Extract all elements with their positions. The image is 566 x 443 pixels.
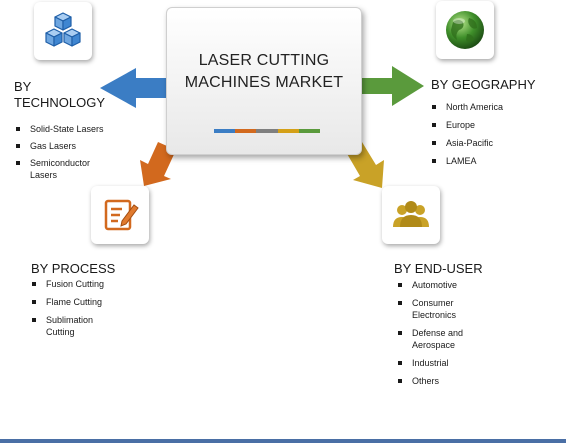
geography-tile [436, 1, 494, 59]
strip-segment [298, 129, 321, 133]
users-icon [393, 201, 429, 227]
center-card: LASER CUTTING MACHINES MARKET [166, 7, 362, 155]
list-item: Semiconductor Lasers [16, 157, 90, 181]
list-item: Automotive [398, 279, 478, 291]
list-item: Industrial [398, 357, 478, 369]
geography-heading: BY GEOGRAPHY [431, 77, 536, 92]
list-item: North America [432, 101, 542, 113]
center-title-line2: MACHINES MARKET [184, 74, 344, 91]
list-item: Flame Cutting [32, 296, 132, 308]
technology-heading: BY TECHNOLOGY [14, 79, 105, 111]
list-item: Consumer Electronics [398, 297, 456, 321]
technology-list: Solid-State Lasers Gas Lasers Semiconduc… [16, 123, 126, 181]
list-item: Solid-State Lasers [16, 123, 126, 135]
document-pencil-icon [104, 199, 139, 231]
center-title-line1: LASER CUTTING [198, 52, 330, 69]
list-item: Europe [432, 119, 542, 131]
strip-segment [214, 129, 236, 133]
list-item: Sublimation Cutting [32, 314, 106, 338]
list-item: Defense and Aerospace [398, 327, 470, 351]
center-title: LASER CUTTING MACHINES MARKET [167, 50, 361, 94]
enduser-tile [382, 186, 440, 244]
strip-segment [256, 129, 278, 133]
enduser-list: Automotive Consumer Electronics Defense … [398, 279, 478, 387]
process-list: Fusion Cutting Flame Cutting Sublimation… [32, 278, 132, 338]
bottom-divider [0, 439, 566, 443]
process-tile [91, 186, 149, 244]
technology-arrow [100, 68, 166, 108]
strip-segment [277, 129, 299, 133]
enduser-heading: BY END-USER [394, 261, 483, 276]
technology-heading-line1: BY [14, 79, 32, 94]
list-item: Asia-Pacific [432, 137, 542, 149]
technology-heading-line2: TECHNOLOGY [14, 95, 106, 110]
color-strip [214, 129, 321, 133]
globe-icon [446, 11, 484, 49]
list-item: Fusion Cutting [32, 278, 132, 290]
cubes-icon [45, 12, 81, 47]
list-item: Others [398, 375, 478, 387]
geography-list: North America Europe Asia-Pacific LAMEA [432, 101, 542, 167]
geography-arrow [360, 66, 424, 106]
strip-segment [235, 129, 257, 133]
technology-tile [34, 2, 92, 60]
process-heading: BY PROCESS [31, 261, 116, 276]
list-item: Gas Lasers [16, 140, 126, 152]
list-item: LAMEA [432, 155, 542, 167]
